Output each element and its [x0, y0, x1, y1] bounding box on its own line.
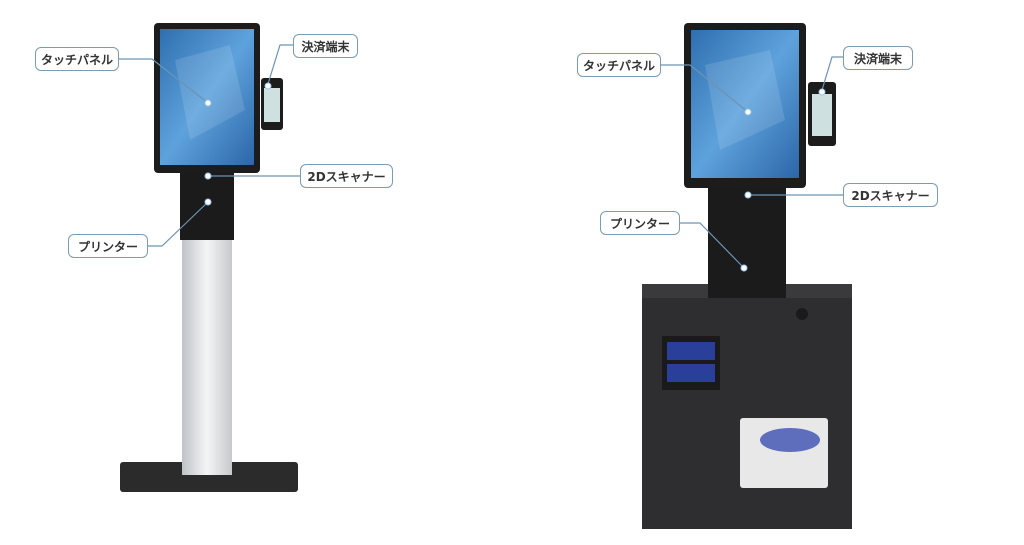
printer-unit: [180, 172, 234, 240]
label-touch-panel: タッチパネル: [577, 53, 661, 77]
leader-lines: [118, 44, 843, 269]
label-payment-terminal: 決済端末: [293, 34, 358, 58]
label-touch-panel: タッチパネル: [35, 47, 119, 71]
label-printer: プリンター: [600, 211, 680, 235]
label-printer: プリンター: [68, 234, 148, 258]
label-scanner: 2Dスキャナー: [300, 164, 393, 188]
tray: [667, 342, 715, 360]
printer-unit: [708, 188, 786, 298]
pole: [182, 235, 232, 475]
callout-dots: [204, 82, 826, 272]
cabinet: [642, 284, 852, 529]
label-payment-terminal: 決済端末: [843, 46, 913, 70]
label-scanner: 2Dスキャナー: [843, 183, 938, 207]
counter-kiosk: [642, 23, 852, 529]
stand-kiosk: [120, 23, 298, 492]
base: [120, 462, 298, 492]
